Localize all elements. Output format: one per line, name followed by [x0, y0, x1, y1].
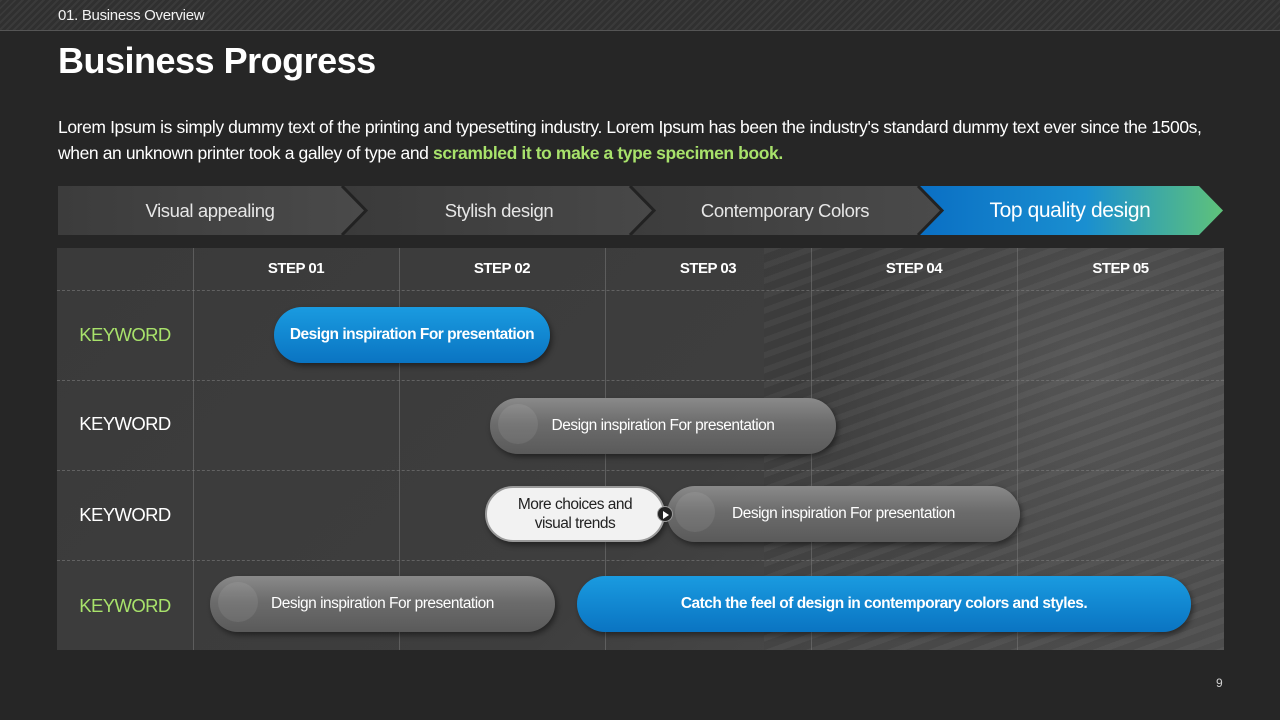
column-divider	[193, 248, 194, 650]
row-divider	[57, 380, 1224, 381]
callout-line-2: visual trends	[534, 515, 616, 532]
timeline-bar-row1: Design inspiration For presentation	[274, 307, 550, 363]
top-bar: 01. Business Overview	[0, 0, 1280, 31]
column-divider	[1017, 248, 1018, 650]
callout-line-1: More choices and	[517, 496, 633, 513]
process-arrows-graphic	[58, 186, 1223, 235]
timeline-bar-row3: Design inspiration For presentation	[667, 486, 1020, 542]
timeline-bar-label: Design inspiration For presentation	[289, 326, 535, 343]
timeline-bar-row4-b: Catch the feel of design in contemporary…	[577, 576, 1191, 632]
page-title: Business Progress	[58, 40, 376, 81]
intro-text: Lorem Ipsum is simply dummy text of the …	[58, 117, 1202, 163]
progress-table: STEP 01 STEP 02 STEP 03 STEP 04 STEP 05 …	[57, 248, 1224, 650]
process-stage-4-label: Top quality design	[989, 199, 1151, 222]
row-keyword-4: KEYWORD	[79, 595, 171, 616]
row-keyword-1: KEYWORD	[79, 324, 171, 345]
step-header-5: STEP 05	[1092, 260, 1149, 277]
column-divider	[399, 248, 400, 650]
process-stage-2-label: Stylish design	[444, 200, 554, 221]
process-arrow-3	[630, 186, 942, 235]
process-arrows: Visual appealing Stylish design Contempo…	[58, 186, 1224, 235]
timeline-bar-label: Catch the feel of design in contemporary…	[680, 595, 1088, 612]
process-arrow-4	[918, 186, 1223, 235]
section-label: 01. Business Overview	[58, 7, 205, 24]
timeline-callout-row3: More choices and visual trends	[485, 486, 665, 542]
process-arrow-2	[342, 186, 654, 235]
timeline-bar-label: Design inspiration For presentation	[732, 505, 955, 522]
timeline-bar-label: Design inspiration For presentation	[551, 417, 775, 434]
row-divider	[57, 470, 1224, 471]
timeline-bar-row4-a: Design inspiration For presentation	[210, 576, 555, 632]
step-header-3: STEP 03	[679, 260, 737, 277]
page-number: 9	[1216, 676, 1223, 690]
play-arrow-icon	[657, 506, 673, 522]
row-divider	[57, 560, 1224, 561]
step-header-2: STEP 02	[473, 260, 531, 277]
step-header-1: STEP 01	[267, 260, 325, 277]
step-header-4: STEP 04	[885, 260, 943, 277]
timeline-bar-row2: Design inspiration For presentation	[490, 398, 836, 454]
process-arrow-1	[58, 186, 366, 235]
row-keyword-2: KEYWORD	[79, 413, 171, 434]
process-stage-1-label: Visual appealing	[145, 200, 275, 221]
row-keyword-3: KEYWORD	[79, 504, 171, 525]
process-stage-3-label: Contemporary Colors	[700, 200, 870, 221]
row-divider	[57, 290, 1224, 291]
timeline-bar-label: Design inspiration For presentation	[271, 595, 494, 612]
intro-highlight: scrambled it to make a type specimen boo…	[432, 143, 783, 163]
intro-paragraph: Lorem Ipsum is simply dummy text of the …	[58, 114, 1223, 166]
